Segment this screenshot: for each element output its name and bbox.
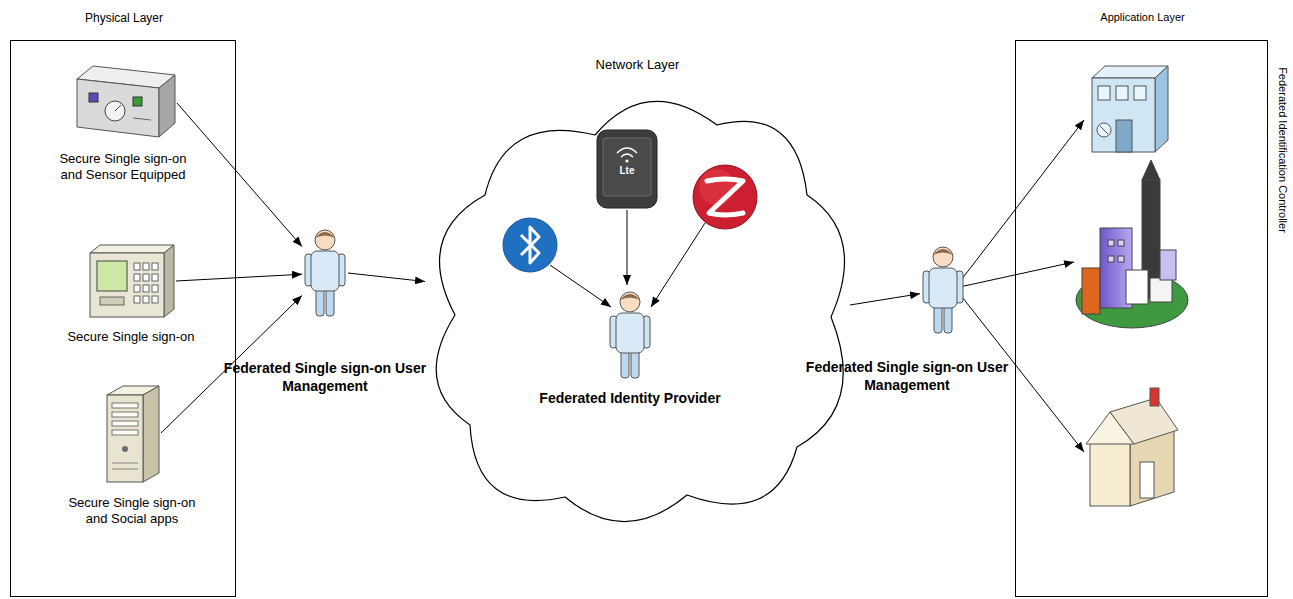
connector-arrow — [176, 274, 302, 281]
network-cloud: Network LayerFederated Identity Provider… — [425, 85, 850, 525]
person-icon — [302, 228, 348, 318]
building-arrows — [955, 120, 1084, 452]
layer-frame: Physical LayerSecure Single sign-on and … — [10, 40, 236, 597]
keypad-device-icon — [86, 241, 176, 321]
connector-arrow — [850, 294, 920, 305]
device-node: Secure Single sign-on and Sensor Equippe… — [69, 63, 177, 143]
device-node: Secure Single sign-on — [86, 241, 176, 321]
device-caption: Secure Single sign-on and Sensor Equippe… — [48, 151, 198, 184]
role-label: Federated Single sign-on User Management — [223, 360, 428, 395]
house-illustration — [1086, 388, 1178, 506]
layer-title: Application Layer — [996, 11, 1289, 25]
connector-arrow — [348, 273, 425, 282]
layer-frame: Application Layer — [1015, 40, 1268, 597]
device-caption: Secure Single sign-on and Social apps — [57, 495, 207, 528]
server-icon — [103, 383, 161, 483]
person-icon — [920, 245, 966, 335]
device-node: Secure Single sign-on and Social apps — [103, 383, 161, 483]
person-icon — [607, 290, 653, 380]
sensor-device-icon — [69, 63, 177, 143]
user-node: Federated Single sign-on User Management — [920, 245, 966, 335]
device-caption: Secure Single sign-on — [56, 329, 206, 345]
side-label: Federated Identification Controller — [1275, 67, 1289, 233]
role-label: Federated Single sign-on User Management — [805, 359, 1010, 394]
user-node: Federated Identity Provider — [607, 290, 653, 380]
role-label: Federated Identity Provider — [515, 390, 745, 408]
connector-arrow — [177, 103, 302, 247]
layer-title: Network Layer — [405, 57, 870, 73]
city-illustration — [1076, 160, 1188, 328]
user-node: Federated Single sign-on User Management — [302, 228, 348, 318]
office-building — [1092, 66, 1168, 152]
icon-text: Lte — [597, 165, 657, 178]
layer-title: Physical Layer — [0, 11, 257, 26]
